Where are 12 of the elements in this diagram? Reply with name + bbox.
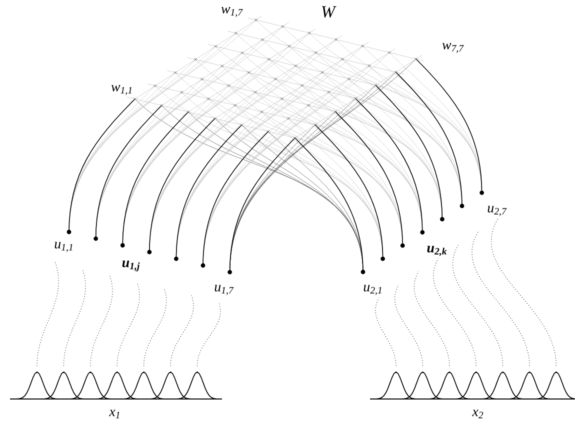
math-label: w$_{1,1}$ bbox=[111, 84, 132, 96]
math-label: u$_{1,1}$ bbox=[54, 242, 72, 252]
math-label: w$_{7,7}$ bbox=[442, 42, 464, 54]
math-label: u$_{2,7}$ bbox=[488, 206, 507, 216]
math-label: u$_{2,1}$ bbox=[364, 284, 382, 296]
math-label: u$_{2,k}$ bbox=[427, 246, 447, 256]
math-label: W bbox=[322, 6, 336, 18]
math-label: x$_{1}$ bbox=[109, 410, 120, 418]
math-label: u$_{1,j}$ bbox=[122, 260, 140, 272]
math-label: w$_{1,7}$ bbox=[221, 6, 243, 18]
math-label: u$_{1,7}$ bbox=[214, 284, 234, 296]
math-label: x$_{2}$ bbox=[472, 410, 484, 418]
